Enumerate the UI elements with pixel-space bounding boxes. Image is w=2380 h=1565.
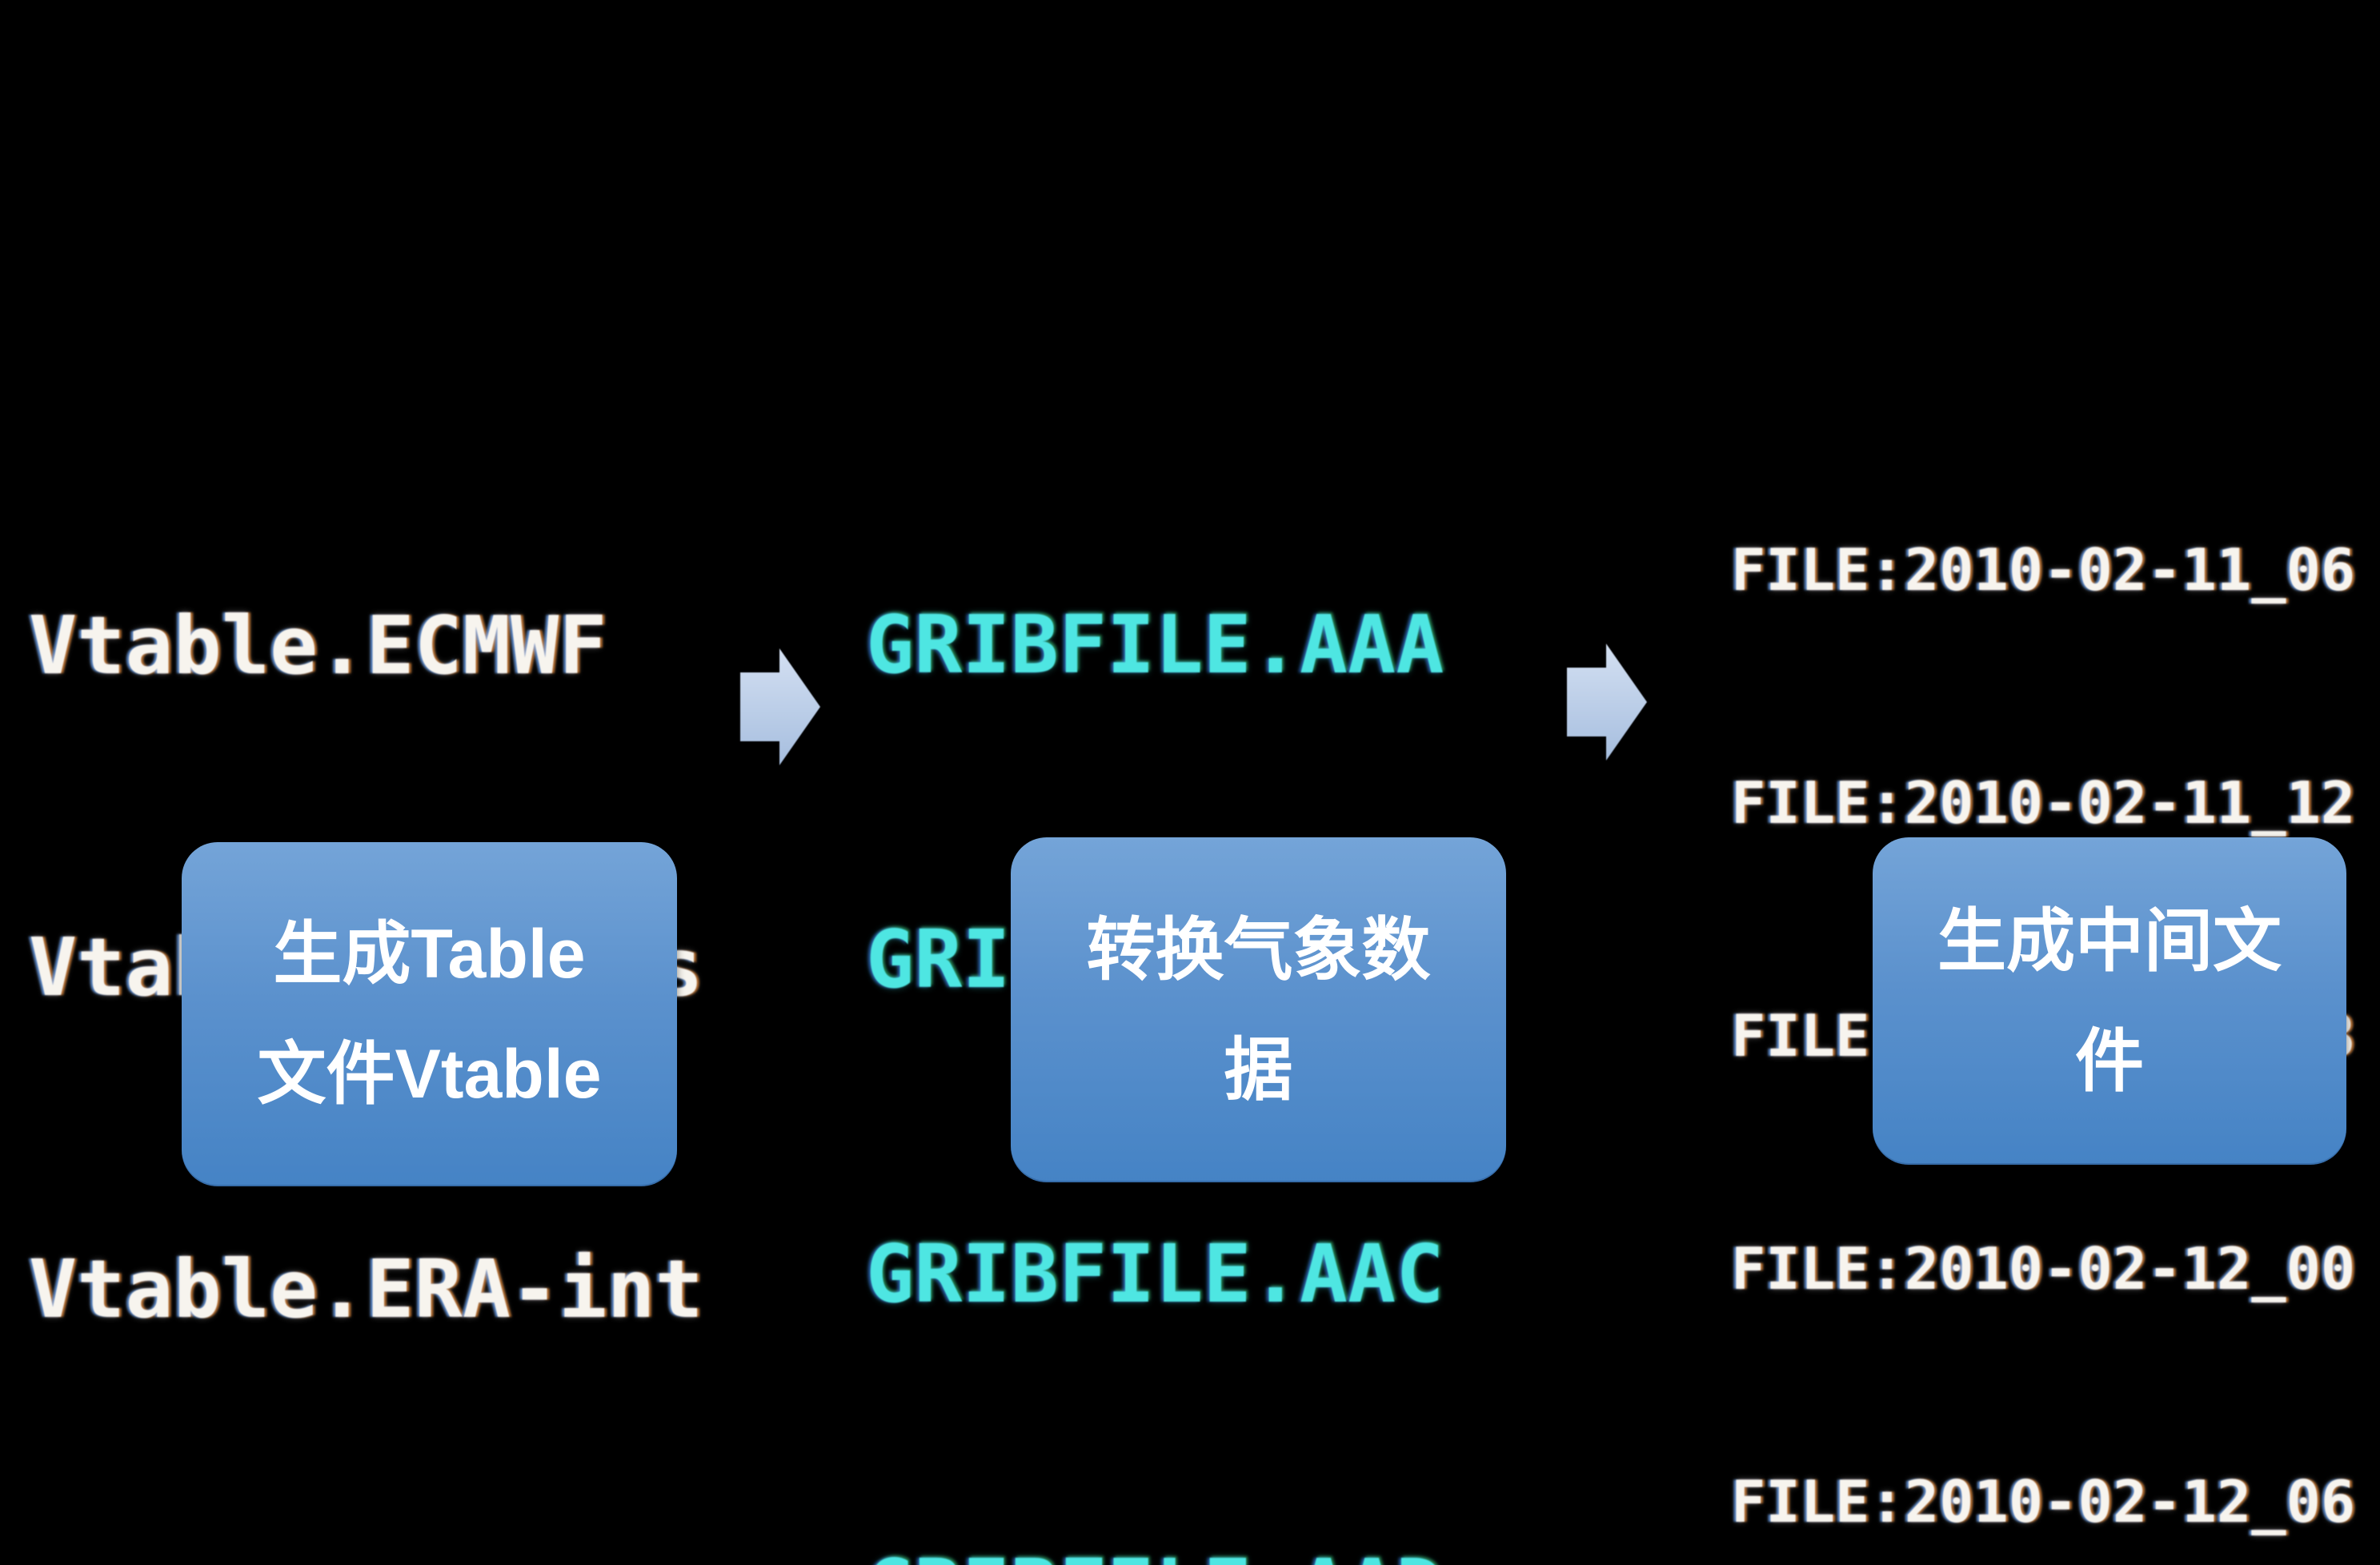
step-label-line: 转换气象数 (1086, 911, 1431, 989)
vtable-file-item: Vtable.ERA-int (29, 1558, 703, 1565)
intermediate-file-item: FILE:2010-02-11_12 (1731, 769, 2356, 837)
gribfile-item: GRIBFILE.AAD (866, 1536, 1444, 1565)
arrow-right-icon (1567, 644, 1647, 760)
step-label-line: 生成中间文 (1937, 902, 2282, 980)
step-label-line: 文件Vtable (257, 1036, 602, 1113)
step-label-line: 生成Table (273, 916, 586, 993)
arrow-right-icon (740, 648, 820, 765)
vtable-file-item: Vtable.ECMWF (29, 599, 607, 692)
gribfile-item: GRIBFILE.AAC (866, 1227, 1444, 1321)
step-label-generate-intermediate-files: 生成中间文 件 (1873, 837, 2346, 1165)
step-label-convert-met-data: 转换气象数 据 (1011, 837, 1506, 1182)
intermediate-file-item: FILE:2010-02-12_06 (1731, 1468, 2356, 1535)
gribfile-item: GRIBFILE.AAA (866, 598, 1444, 692)
vtable-file-item: Vtable.ERA-int (29, 1242, 703, 1336)
step-label-line: 据 (1224, 1031, 1293, 1109)
step-label-generate-vtable: 生成Table 文件Vtable (182, 842, 677, 1186)
intermediate-file-item: FILE:2010-02-11_06 (1731, 536, 2356, 604)
step-label-line: 件 (2075, 1022, 2144, 1100)
intermediate-file-item: FILE:2010-02-12_00 (1731, 1235, 2356, 1302)
